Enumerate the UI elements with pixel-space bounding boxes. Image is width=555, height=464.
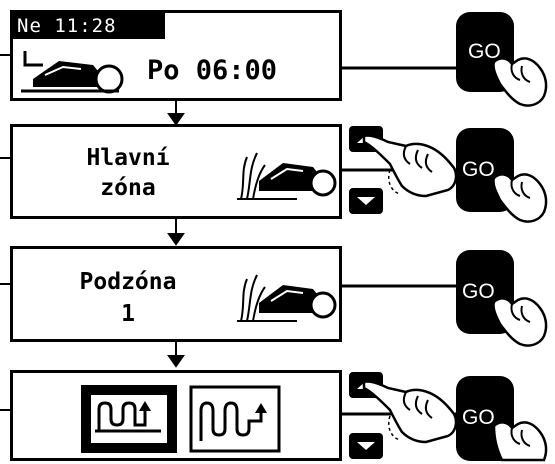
hand-pointer-icon <box>492 421 548 462</box>
go-button[interactable]: GO <box>456 376 514 461</box>
go-button[interactable]: GO <box>456 128 514 212</box>
status-time: Ne 11:28 <box>17 15 117 37</box>
subzone-label: Podzóna <box>79 269 177 295</box>
hand-pointer-icon <box>492 57 548 107</box>
hand-pointer-icon <box>492 173 548 223</box>
down-button[interactable] <box>349 188 383 214</box>
mower-docked-icon <box>21 51 124 94</box>
hand-pointer-icon <box>492 297 548 347</box>
wire-loop-icon <box>189 385 281 453</box>
hand-pointer-icon <box>362 380 458 444</box>
lcd-screen-main-zone: Hlavní zóna <box>10 124 342 219</box>
lcd-screen-subzone: Podzóna 1 <box>10 246 342 342</box>
triangle-down-icon <box>357 442 375 450</box>
zone-label-line1: Hlavní <box>86 145 170 171</box>
mower-grass-icon <box>237 152 337 200</box>
lcd-screen-home: Ne 11:28 Po 06:00 <box>10 10 342 101</box>
go-button-label: GO <box>462 158 495 181</box>
go-button-label: GO <box>462 280 495 303</box>
go-button-label: GO <box>468 40 501 63</box>
wire-loop-selected-icon <box>81 385 177 453</box>
subzone-number: 1 <box>121 301 135 327</box>
next-schedule-text: Po 06:00 <box>147 55 278 86</box>
mower-grass-icon <box>237 274 337 322</box>
go-button-label: GO <box>462 406 495 429</box>
flow-arrows <box>167 101 185 368</box>
triangle-down-icon <box>357 197 375 205</box>
lcd-screen-wire-mode <box>10 370 342 461</box>
status-bar: Ne 11:28 <box>13 13 165 39</box>
zone-label-line2: zóna <box>100 175 156 201</box>
down-button[interactable] <box>349 433 383 459</box>
hand-pointer-icon <box>362 134 458 198</box>
